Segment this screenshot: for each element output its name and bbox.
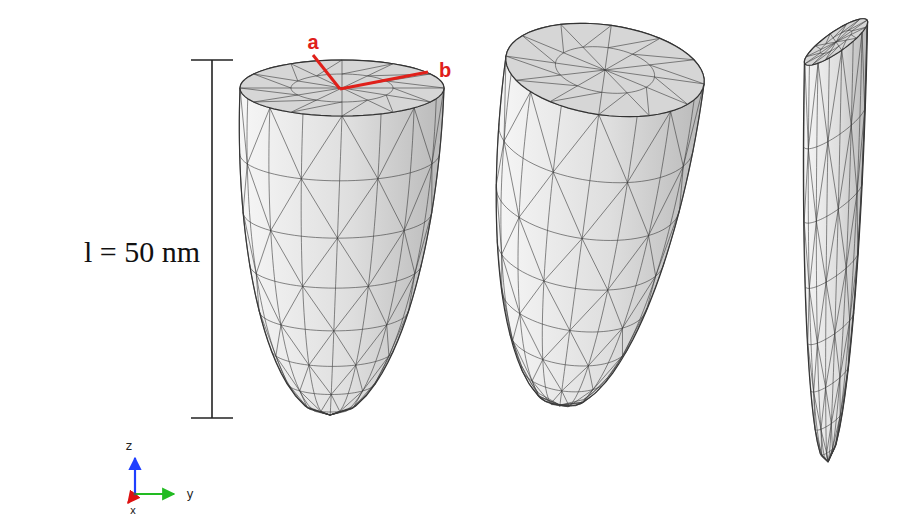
particle-outline xyxy=(803,19,867,462)
surface-mesh xyxy=(804,20,868,462)
semi-axis-lines xyxy=(313,55,428,89)
meshed-particle xyxy=(239,60,444,415)
top-face xyxy=(804,19,867,66)
dimension-label: l = 50 nm xyxy=(84,237,200,267)
meshed-particle xyxy=(803,19,867,462)
top-face xyxy=(240,60,444,116)
top-face-mesh xyxy=(805,19,867,65)
surface-mesh xyxy=(239,88,444,415)
top-face-mesh xyxy=(506,24,704,115)
axis-label: y xyxy=(186,488,193,500)
semi-axis-label: a xyxy=(307,32,318,52)
axis-triad xyxy=(128,458,174,503)
axis-label: z xyxy=(126,440,132,452)
meshed-particle xyxy=(496,23,704,407)
particle-outline xyxy=(496,23,704,405)
top-face xyxy=(506,23,704,116)
axis-label: x xyxy=(130,506,136,516)
meshed-particles xyxy=(239,19,867,462)
top-face-mesh xyxy=(240,60,444,116)
particle-outline xyxy=(239,60,444,415)
semi-axis-label: b xyxy=(439,60,451,80)
